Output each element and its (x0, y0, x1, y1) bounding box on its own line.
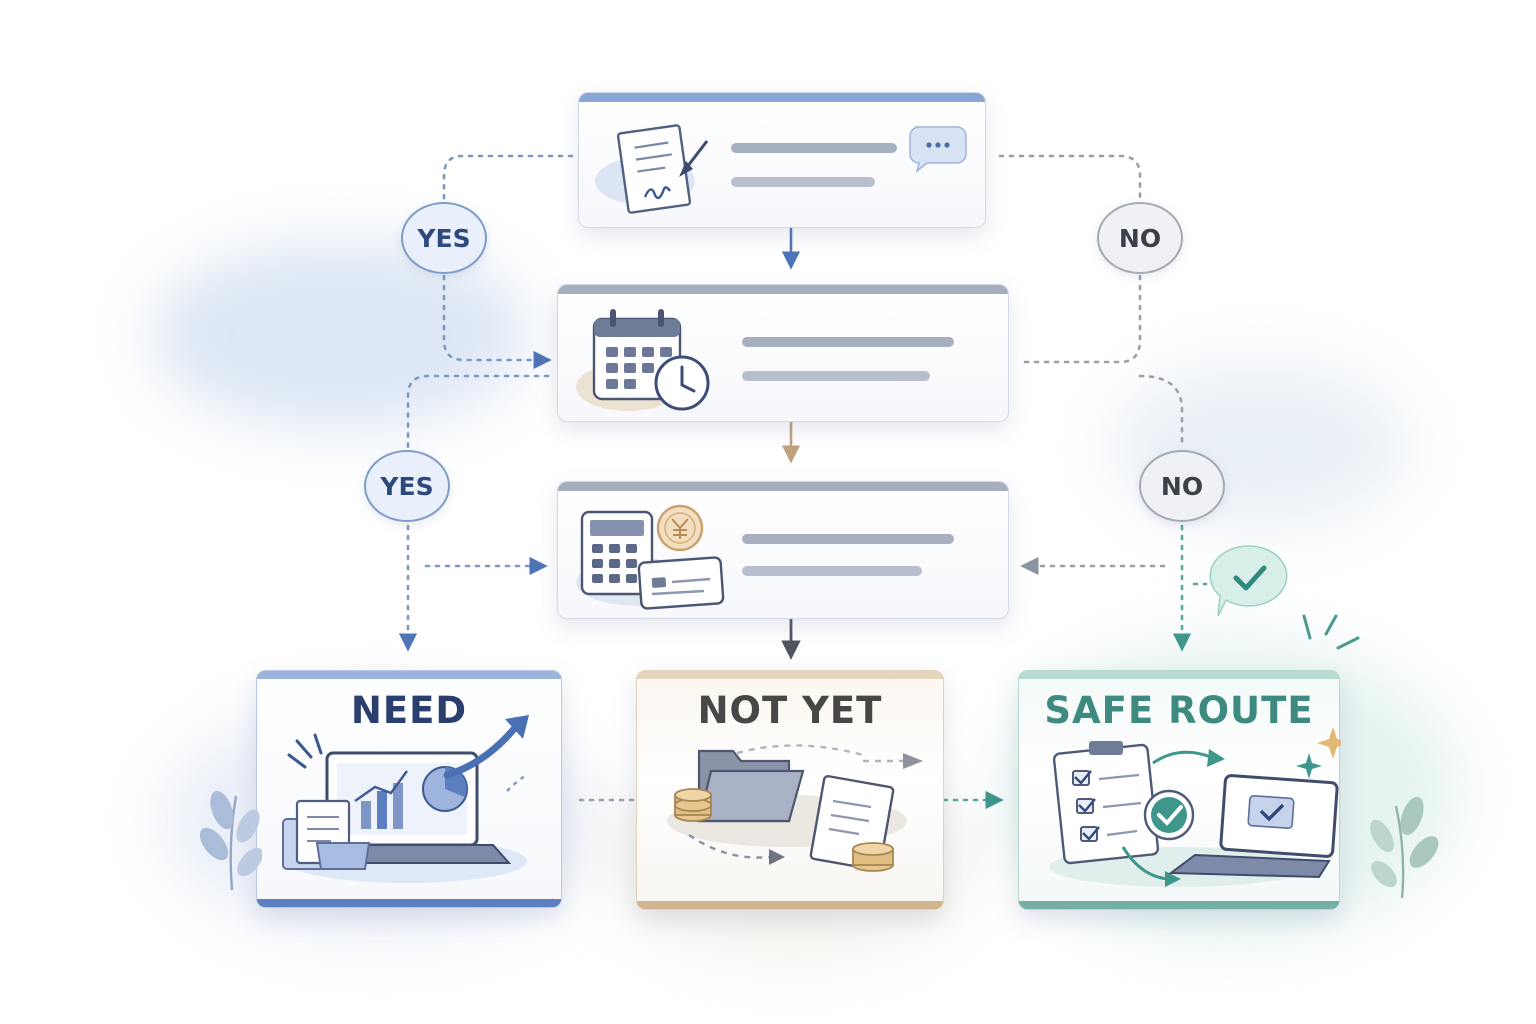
edge-yes-top-to-step2 (442, 274, 552, 370)
step-text-line (742, 337, 954, 347)
outcome-need-title: NEED (350, 689, 468, 732)
calendar-clock-icon (576, 309, 710, 411)
step-text-line (742, 534, 954, 544)
branch-yes-top: YES (401, 202, 487, 274)
outcome-safe-route-top-bar (1019, 671, 1339, 679)
sparkle-lines-icon (1302, 614, 1360, 650)
outcome-need: NEED (256, 670, 562, 908)
signed-document-icon (595, 124, 709, 214)
checklist-laptop-icon (1049, 727, 1341, 887)
edge-yes-mid (406, 374, 550, 450)
outcome-not-yet: NOT YET (636, 670, 944, 910)
branch-no-top: NO (1097, 202, 1183, 274)
leaf-sprig-left-icon (199, 790, 262, 891)
leaf-sprig-right-icon (1370, 796, 1439, 899)
step-text-line (731, 177, 875, 187)
calculator-coin-card-icon (576, 504, 725, 610)
laptop-growth-chart-icon (282, 715, 529, 883)
step-card-schedule (557, 284, 1009, 422)
outcome-need-top-bar (257, 671, 561, 679)
step-text-line (742, 371, 930, 381)
step-card-top-bar (579, 93, 985, 102)
edge-yes-top (442, 154, 574, 202)
step-card-top-bar (558, 482, 1008, 491)
step-card-budget (557, 481, 1009, 619)
branch-no-mid: NO (1139, 450, 1225, 522)
outcome-not-yet-top-bar (637, 671, 943, 679)
step-card-document (578, 92, 986, 228)
step-text-line (742, 566, 922, 576)
outcome-not-yet-bottom-bar (637, 901, 943, 909)
edge-no-mid (1138, 374, 1184, 450)
outcome-not-yet-title: NOT YET (697, 689, 883, 732)
step-card-top-bar (558, 285, 1008, 294)
check-speech-bubble-icon (1209, 545, 1288, 617)
outcome-need-bottom-bar (257, 899, 561, 907)
branch-yes-mid: YES (364, 450, 450, 522)
outcome-safe-route: SAFE ROUTE (1018, 670, 1341, 910)
folder-coins-document-icon (667, 744, 923, 872)
step-text-line (731, 143, 897, 153)
outcome-safe-route-title: SAFE ROUTE (1044, 689, 1314, 732)
edge-no-top-to-step2 (1018, 274, 1142, 364)
outcome-safe-route-bottom-bar (1019, 901, 1339, 909)
speech-bubble-icon (909, 126, 967, 173)
edge-no-top (998, 154, 1142, 202)
